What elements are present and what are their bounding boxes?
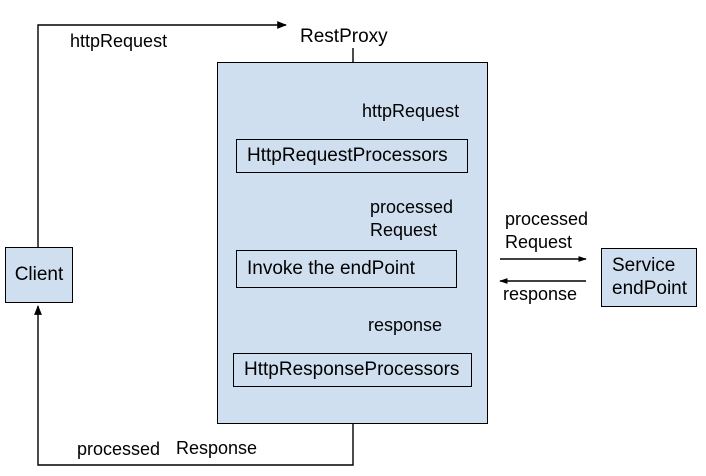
restproxy-label: RestProxy xyxy=(300,26,388,47)
edge-label-service-to-proxy: response xyxy=(503,284,578,304)
edge-label-invoke-to-response-processors: response xyxy=(368,315,443,335)
node-http-response-processors-label: HttpResponseProcessors xyxy=(244,359,460,381)
edge-label-request-processors-to-invoke: processed Request xyxy=(370,196,480,241)
edge-label-proxy-to-request-processors: httpRequest xyxy=(362,101,460,121)
node-service-endpoint[interactable]: Service endPoint xyxy=(601,248,697,307)
edge-label-proxy-to-client-part2: Response xyxy=(176,438,258,458)
edge-proxy-to-client xyxy=(34,305,354,466)
node-invoke-endpoint[interactable]: Invoke the endPoint xyxy=(236,250,457,288)
node-invoke-endpoint-label: Invoke the endPoint xyxy=(247,258,415,280)
node-client-label: Client xyxy=(14,264,64,286)
node-http-response-processors[interactable]: HttpResponseProcessors xyxy=(233,353,472,387)
edge-client-to-restproxy xyxy=(37,21,287,247)
edge-label-line-1: processed xyxy=(370,197,454,217)
node-service-endpoint-label: Service endPoint xyxy=(612,255,687,301)
node-http-request-processors-label: HttpRequestProcessors xyxy=(247,145,448,167)
edge-label-client-to-proxy: httpRequest xyxy=(70,31,168,51)
edge-label-proxy-to-client-part1: processed xyxy=(77,439,161,459)
node-service-endpoint-label-line-1: Service xyxy=(612,254,676,276)
edge-label-proxy-to-service: processed Request xyxy=(505,208,605,253)
node-service-endpoint-label-line-2: endPoint xyxy=(612,277,688,299)
edge-label-line-2: Request xyxy=(370,219,438,240)
edge-label-line-1: processed xyxy=(505,209,589,229)
node-client[interactable]: Client xyxy=(5,247,73,303)
edge-label-line-2: Request xyxy=(505,231,573,252)
node-http-request-processors[interactable]: HttpRequestProcessors xyxy=(236,139,468,173)
